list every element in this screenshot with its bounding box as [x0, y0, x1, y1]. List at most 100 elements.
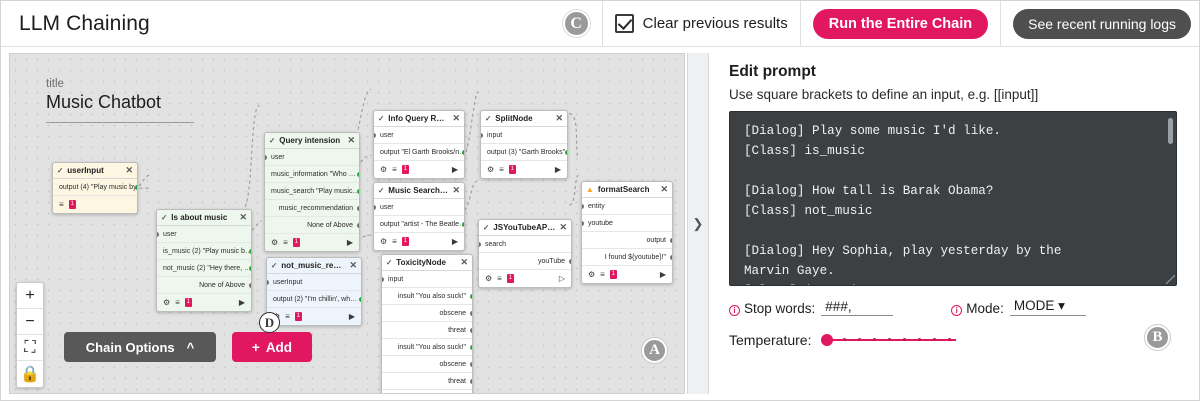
- output-port[interactable]: [462, 222, 464, 227]
- output-port[interactable]: [357, 206, 359, 211]
- input-port[interactable]: [479, 242, 481, 247]
- play-icon[interactable]: ▶: [451, 237, 458, 246]
- node-row[interactable]: input: [382, 271, 472, 288]
- node-row[interactable]: is_music (2) "Play music b…: [157, 243, 251, 260]
- output-port[interactable]: [357, 172, 359, 177]
- node-row[interactable]: None of Above: [157, 277, 251, 294]
- node-header[interactable]: ✓ Query intension ✕: [265, 133, 359, 149]
- node-row[interactable]: threat: [382, 373, 472, 390]
- node-header[interactable]: ✓ userInput ✕: [53, 163, 137, 179]
- gear-icon[interactable]: ⚙: [588, 270, 596, 279]
- prompt-editor[interactable]: [Dialog] Play some music I'd like. [Clas…: [729, 111, 1177, 286]
- close-icon[interactable]: ✕: [452, 113, 460, 123]
- close-icon[interactable]: ✕: [559, 222, 567, 232]
- add-row-icon[interactable]: ≡: [499, 165, 504, 174]
- board-title-value[interactable]: Music Chatbot: [46, 92, 162, 112]
- lock-icon[interactable]: 🔒: [20, 366, 40, 383]
- gear-icon[interactable]: ⚙: [380, 237, 388, 246]
- node-row[interactable]: threat: [382, 322, 472, 339]
- chain-options-button[interactable]: Chain Options ^: [64, 332, 216, 362]
- gear-icon[interactable]: ⚙: [271, 238, 279, 247]
- play-icon[interactable]: ▷: [558, 274, 565, 283]
- clear-previous-results-checkbox[interactable]: [614, 14, 634, 33]
- node-toxicity[interactable]: ✓ ToxicityNode ✕ input insult "You also …: [381, 254, 473, 393]
- node-row[interactable]: userInput: [267, 274, 361, 291]
- node-header[interactable]: ✓ JSYouTubeAPICall ✕: [479, 220, 571, 236]
- chevron-right-icon[interactable]: ❯: [692, 215, 704, 231]
- output-port[interactable]: [357, 223, 359, 228]
- close-icon[interactable]: ✕: [349, 260, 357, 270]
- node-header[interactable]: ▲ formatSearch ✕: [582, 182, 672, 198]
- node-row[interactable]: output: [582, 232, 672, 249]
- node-split[interactable]: ✓ SplitNode ✕ input output (3) "Garth Br…: [480, 110, 568, 179]
- gear-icon[interactable]: ⚙: [487, 165, 495, 174]
- node-header[interactable]: ✓ not_music_respo… ✕: [267, 258, 361, 274]
- output-port[interactable]: [470, 345, 472, 350]
- input-port[interactable]: [382, 277, 384, 282]
- input-port[interactable]: [582, 204, 584, 209]
- node-userinput[interactable]: ✓ userInput ✕ output (4) "Play music by …: [52, 162, 138, 214]
- output-port[interactable]: [565, 150, 567, 155]
- close-icon[interactable]: ✕: [452, 185, 460, 195]
- input-port[interactable]: [374, 205, 376, 210]
- node-not-music-response[interactable]: ✓ not_music_respo… ✕ userInput output (2…: [266, 257, 362, 326]
- see-recent-running-logs-button[interactable]: See recent running logs: [1013, 8, 1191, 39]
- close-icon[interactable]: ✕: [125, 165, 133, 175]
- node-row[interactable]: user: [374, 127, 464, 144]
- mode-select[interactable]: MODE ▾: [1009, 298, 1086, 316]
- gear-icon[interactable]: ⚙: [163, 298, 171, 307]
- node-row[interactable]: None of Above: [382, 390, 472, 393]
- input-port[interactable]: [582, 221, 584, 226]
- play-icon[interactable]: ▶: [348, 312, 355, 321]
- node-row[interactable]: youtube: [582, 215, 672, 232]
- node-header[interactable]: ✓ SplitNode ✕: [481, 111, 567, 127]
- node-row[interactable]: output (3) "Garth Brooks"…: [481, 144, 567, 161]
- output-port[interactable]: [470, 294, 472, 299]
- close-icon[interactable]: ✕: [239, 212, 247, 222]
- node-js-youtube-api-call[interactable]: ✓ JSYouTubeAPICall ✕ search youTube ⚙ ≡ …: [478, 219, 572, 288]
- node-row[interactable]: youTube: [479, 253, 571, 270]
- add-row-icon[interactable]: ≡: [600, 270, 605, 279]
- gear-icon[interactable]: ⚙: [380, 165, 388, 174]
- output-port[interactable]: [249, 249, 251, 254]
- node-info-query-response[interactable]: ✓ Info Query Resp… ✕ user output "El Gar…: [373, 110, 465, 179]
- output-port[interactable]: [470, 362, 472, 367]
- node-row[interactable]: output (2) "I'm chillin', wh…: [267, 291, 361, 308]
- node-row[interactable]: not_music (2) "Hey there, …: [157, 260, 251, 277]
- node-header[interactable]: ✓ Info Query Resp… ✕: [374, 111, 464, 127]
- node-row[interactable]: user: [157, 226, 251, 243]
- fit-screen-icon[interactable]: ⛶: [17, 335, 43, 361]
- node-row[interactable]: insult "You also suck!": [382, 288, 472, 305]
- play-icon[interactable]: ▶: [238, 298, 245, 307]
- panel-splitter[interactable]: ❯: [687, 53, 709, 394]
- add-row-icon[interactable]: ≡: [175, 298, 180, 307]
- node-row[interactable]: search: [479, 236, 571, 253]
- add-row-icon[interactable]: ≡: [285, 312, 290, 321]
- resize-handle[interactable]: [1166, 275, 1175, 284]
- board-title[interactable]: title Music Chatbot: [46, 78, 194, 123]
- node-row[interactable]: music_recommendation: [265, 200, 359, 217]
- node-header[interactable]: ✓ Is about music ✕: [157, 210, 251, 226]
- output-port[interactable]: [470, 311, 472, 316]
- gear-icon[interactable]: ⚙: [485, 274, 493, 283]
- canvas-zoom-controls[interactable]: + − ⛶ 🔒: [16, 282, 44, 388]
- play-icon[interactable]: ▶: [554, 165, 561, 174]
- info-icon[interactable]: i: [951, 305, 963, 316]
- prompt-scrollbar[interactable]: [1168, 118, 1173, 144]
- node-row[interactable]: entity: [582, 198, 672, 215]
- play-icon[interactable]: ▶: [659, 270, 666, 279]
- info-icon[interactable]: i: [729, 305, 740, 316]
- add-row-icon[interactable]: ≡: [283, 238, 288, 247]
- close-icon[interactable]: ✕: [660, 184, 668, 194]
- input-port[interactable]: [481, 133, 483, 138]
- output-port[interactable]: [670, 255, 672, 260]
- close-icon[interactable]: ✕: [555, 113, 563, 123]
- output-port[interactable]: [249, 266, 251, 271]
- zoom-out-icon[interactable]: −: [17, 309, 43, 335]
- node-header[interactable]: ✓ ToxicityNode ✕: [382, 255, 472, 271]
- close-icon[interactable]: ✕: [347, 135, 355, 145]
- node-music-search-response[interactable]: ✓ Music Search Re… ✕ user output "artist…: [373, 182, 465, 251]
- output-port[interactable]: [462, 150, 464, 155]
- node-is-about-music[interactable]: ✓ Is about music ✕ user is_music (2) "Pl…: [156, 209, 252, 312]
- prompt-textarea[interactable]: [Dialog] Play some music I'd like. [Clas…: [744, 124, 1062, 285]
